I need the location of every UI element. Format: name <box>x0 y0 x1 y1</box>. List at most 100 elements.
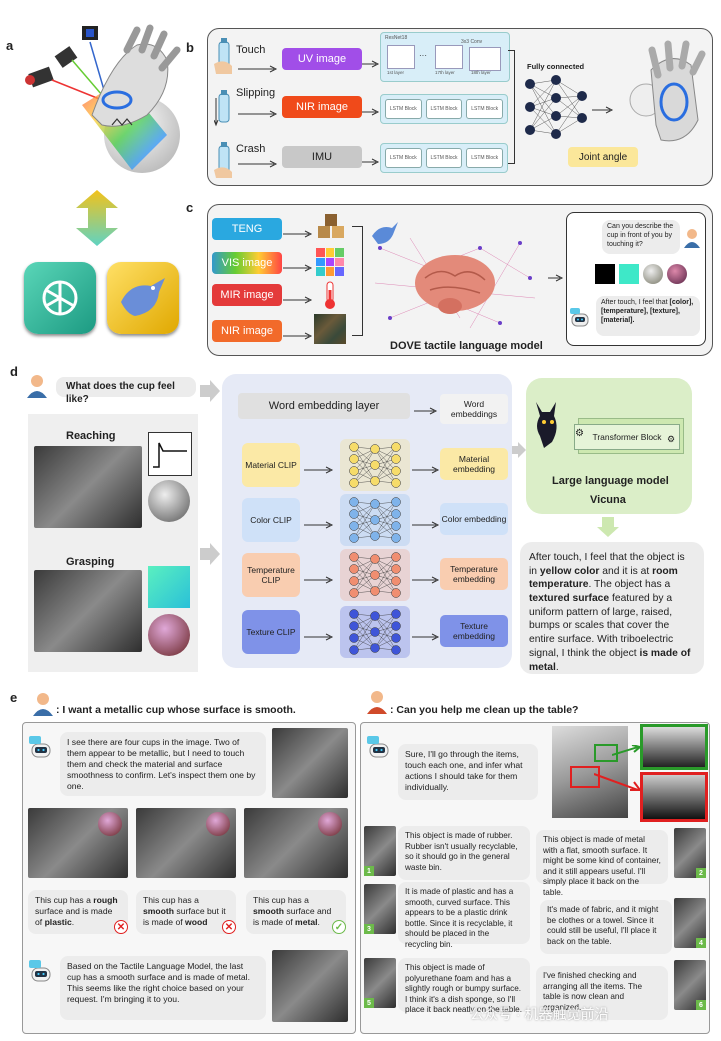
purple-ball-inset <box>98 812 122 836</box>
imu-box: IMU <box>282 146 362 168</box>
teng-box: TENG <box>212 218 282 240</box>
resnet-layer-1 <box>387 45 415 69</box>
verdict-bold: plastic <box>44 917 72 927</box>
question-bubble: What does the cup feel like? <box>56 377 196 405</box>
right-prompt: : Can you help me clean up the table? <box>390 704 579 716</box>
uv-image-box: UV image <box>282 48 362 70</box>
cup-verdict-bubble: This cup has a smooth surface and is mad… <box>246 890 346 934</box>
lstm-row-nir: LSTM Block LSTM Block LSTM Block <box>380 94 508 124</box>
thermometer-icon <box>320 280 340 310</box>
vis-image-box: VIS image <box>212 252 282 274</box>
fc-network-icon <box>522 72 590 142</box>
clean-item-bubble: I've finished checking and arranging all… <box>536 966 668 1020</box>
cup-verdict-bubble: This cup has a rough surface and is made… <box>28 890 128 934</box>
check-icon: ✓ <box>332 920 346 934</box>
arrow <box>362 103 380 121</box>
resnet-layer-17 <box>435 45 463 69</box>
gear-icon: ⚙ <box>667 434 676 444</box>
resnet-title: ResNet18 <box>385 35 408 41</box>
clip-network-icon <box>340 494 410 546</box>
verdict-text: This cup has a <box>35 895 94 905</box>
robot-assistant-icon <box>366 736 392 762</box>
lstm-block: LSTM Block <box>466 148 504 168</box>
panel-a-label: a <box>6 38 14 53</box>
word-embeddings-box: Word embeddings <box>440 394 508 424</box>
answer-pre: After touch, I feel that <box>601 299 668 306</box>
answer-text: and it is at <box>599 565 653 577</box>
verdict-bold: wood <box>185 917 208 927</box>
answer-text: After touch, I feel that the object is i… <box>529 552 685 577</box>
robot-reply-bubble: Sure, I'll go through the items, touch e… <box>398 744 538 800</box>
arrow <box>238 105 280 123</box>
arrow <box>548 269 564 287</box>
robot-hand-ball-image <box>616 40 706 158</box>
arrow <box>283 291 313 309</box>
purple-ball-inset <box>206 812 230 836</box>
bottle-slipping-icon <box>213 88 236 128</box>
cup-verdict-bubble: This cup has a smooth surface but it is … <box>136 890 236 934</box>
answer-bold: [color], [temperature], [texture], [mate… <box>601 299 694 324</box>
texture-sample-icon <box>314 314 346 344</box>
verdict-text: . <box>71 917 75 927</box>
arrow <box>200 543 220 570</box>
arrow <box>592 101 614 119</box>
signal-plot-icon <box>148 432 192 476</box>
arrow <box>283 225 313 243</box>
panel-b-label: b <box>186 40 194 55</box>
transformer-block: Transformer Block <box>574 424 680 450</box>
robot-assistant-icon <box>569 308 591 332</box>
verdict-bold: metal <box>295 917 318 927</box>
robot-answer-bubble: After touch, I feel that [color], [tempe… <box>596 296 700 336</box>
purple-ball-image <box>148 614 190 656</box>
resnet-block: ResNet18 3x3 Conv ··· 1st layer 17th lay… <box>380 32 510 82</box>
ellipsis: ··· <box>419 51 427 60</box>
input-touch-label: Touch <box>236 44 266 56</box>
item-number-badge: 6 <box>696 1000 706 1010</box>
robot-reply-bubble: Based on the Tactile Language Model, the… <box>60 956 266 1020</box>
user-question-bubble: Can you describe the cup in front of you… <box>602 220 680 254</box>
cubes-icon <box>316 212 346 240</box>
llm-title: Large language model <box>552 475 669 487</box>
thumb-purple-ball-icon <box>667 264 687 284</box>
color-grid-icon <box>316 248 344 276</box>
thumb-teal-icon <box>619 264 639 284</box>
verdict-text: surface and is made of <box>253 906 332 927</box>
nir-image-box: NIR image <box>212 320 282 342</box>
verdict-text: This cup has a <box>253 895 309 905</box>
llama-icon <box>530 398 564 450</box>
arrow <box>304 461 334 479</box>
arrow <box>200 380 220 407</box>
reaching-photo <box>34 446 142 528</box>
red-arrow <box>593 772 642 799</box>
thumb-metal-ball-icon <box>643 264 663 284</box>
verdict-bold: smooth <box>143 906 175 916</box>
arrow <box>512 442 526 463</box>
clean-item-bubble: It is made of plastic and has a smooth, … <box>398 882 530 949</box>
arrow <box>412 571 440 589</box>
verdict-bold: rough <box>93 895 118 905</box>
clip-box: Temperature CLIP <box>242 553 300 597</box>
embedding-box: Color embedding <box>440 503 508 535</box>
joint-angle-box: Joint angle <box>568 147 638 167</box>
answer-bold: room temperature <box>529 565 678 591</box>
answer-text: . <box>555 661 559 673</box>
answer-bold: yellow color <box>539 565 600 577</box>
verdict-text: surface but it is made of <box>143 906 226 927</box>
red-zoom-photo <box>640 772 708 822</box>
dove-bird-logo-icon <box>107 262 179 334</box>
robot-assistant-icon <box>28 736 54 762</box>
purple-ball-inset <box>318 812 342 836</box>
chatgpt-logo-icon <box>24 262 96 334</box>
answer-bold: is made of metal <box>529 647 691 673</box>
user-avatar-icon <box>32 692 54 716</box>
gear-icon: ⚙ <box>575 428 584 439</box>
item-number-badge: 2 <box>696 868 706 878</box>
user-avatar-icon <box>366 690 388 714</box>
clip-network-icon <box>340 549 410 601</box>
embedding-box: Material embedding <box>440 448 508 480</box>
arrow <box>414 402 438 420</box>
bracket <box>352 226 363 336</box>
arrow <box>597 517 619 542</box>
clean-item-bubble: This object is made of metal with a flat… <box>536 830 668 897</box>
word-embedding-layer: Word embedding layer <box>238 393 410 419</box>
